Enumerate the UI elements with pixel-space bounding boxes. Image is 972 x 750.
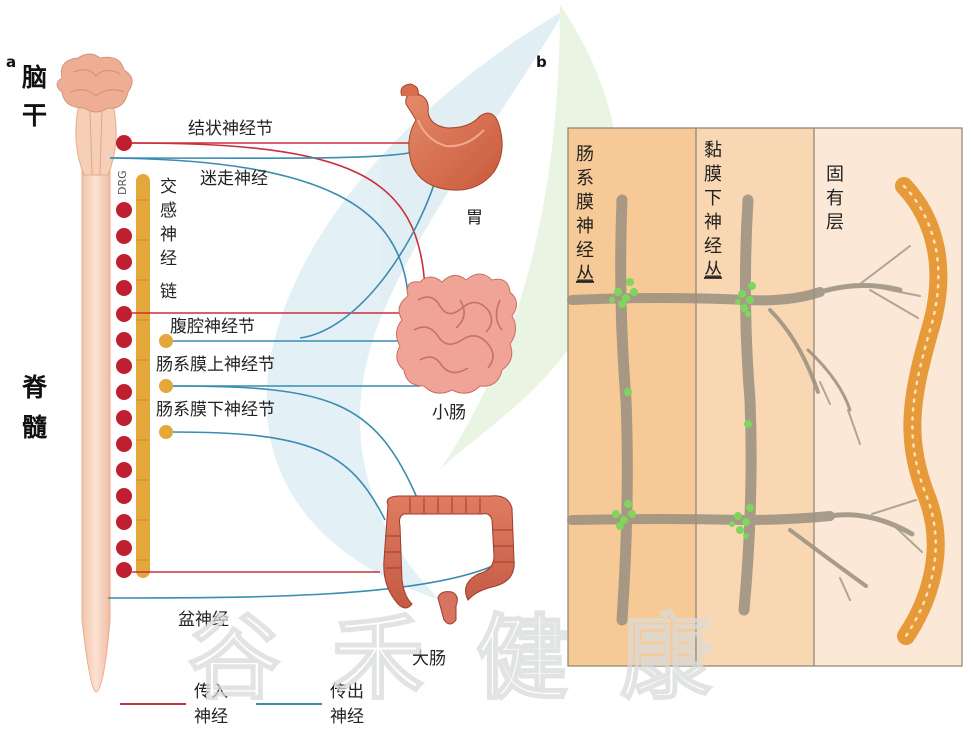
myenteric-plexus-label-5: 经	[576, 240, 594, 261]
myenteric-plexus-label-1: 肠	[576, 144, 594, 165]
submucosal-plexus-label-4: 神	[704, 212, 722, 233]
legend-afferent-label-1: 传入	[194, 682, 228, 702]
brainstem-label-2: 干	[22, 101, 47, 130]
efferent-nerves	[107, 151, 496, 599]
submucosal-plexus-label-3: 下	[704, 188, 722, 209]
drg-label: DRG	[116, 170, 129, 195]
legend: 传入 神经 传出 神经	[120, 682, 364, 727]
stomach-label: 胃	[466, 208, 483, 228]
enteric-plexus-panel	[567, 127, 963, 667]
sympathetic-chain	[136, 174, 150, 578]
spinal-cord-label-1: 脊	[21, 373, 48, 402]
sympathetic-chain-label-1: 交	[160, 177, 177, 197]
lamina-propria-label-3: 层	[826, 212, 844, 233]
submucosal-plexus-label-6: 丛	[704, 260, 722, 281]
svg-text:禾: 禾	[332, 605, 424, 712]
legend-efferent-label-2: 神经	[330, 707, 364, 727]
celiac-ganglion-label: 腹腔神经节	[170, 317, 255, 337]
svg-text:健: 健	[476, 605, 568, 712]
submucosal-plexus-label-2: 膜	[704, 164, 722, 185]
watermark-text: 谷 禾 健 康	[187, 604, 713, 713]
sympathetic-chain-label-4: 经	[160, 249, 177, 269]
panel-a-label: a	[6, 53, 16, 71]
small-intestine-label: 小肠	[432, 403, 466, 423]
myenteric-plexus-label-2: 系	[576, 168, 594, 189]
myenteric-plexus-label-3: 膜	[576, 192, 594, 213]
svg-text:康: 康	[620, 605, 712, 712]
spinal-cord-illustration	[56, 53, 133, 693]
myenteric-plexus-label-6: 丛	[576, 264, 594, 285]
brainstem-label-1: 脑	[22, 63, 47, 92]
large-intestine-illustration	[383, 495, 515, 625]
lamina-propria-label-2: 有	[826, 188, 844, 209]
inferior-mesenteric-ganglion-label: 肠系膜下神经节	[156, 400, 275, 420]
watermark-logo	[266, 5, 620, 600]
submucosal-plexus-label-1: 黏	[704, 140, 722, 161]
myenteric-plexus-label-4: 神	[576, 216, 594, 237]
large-intestine-label: 大肠	[412, 649, 446, 669]
drg-ganglia	[116, 135, 132, 578]
superior-mesenteric-ganglion-label: 肠系膜上神经节	[156, 355, 275, 375]
nodose-ganglion-label: 结状神经节	[188, 119, 273, 139]
lamina-propria-label-1: 固	[826, 164, 844, 185]
sympathetic-chain-label-5: 链	[160, 282, 177, 302]
prevertebral-ganglia	[159, 334, 173, 439]
vagus-nerve-label: 迷走神经	[200, 169, 268, 189]
sympathetic-chain-label-2: 感	[160, 201, 177, 221]
pelvic-nerve-label: 盆神经	[178, 610, 229, 630]
small-intestine-illustration	[396, 273, 517, 394]
submucosal-plexus-label-5: 经	[704, 236, 722, 257]
sympathetic-chain-label-3: 神	[160, 225, 177, 245]
stomach-illustration	[400, 83, 503, 191]
legend-afferent-label-2: 神经	[194, 707, 228, 727]
legend-efferent-label-1: 传出	[330, 682, 364, 702]
spinal-cord-label-2: 髓	[22, 413, 48, 442]
svg-text:谷: 谷	[188, 605, 280, 712]
afferent-nerves	[131, 142, 426, 573]
panel-b-label: b	[536, 53, 547, 71]
